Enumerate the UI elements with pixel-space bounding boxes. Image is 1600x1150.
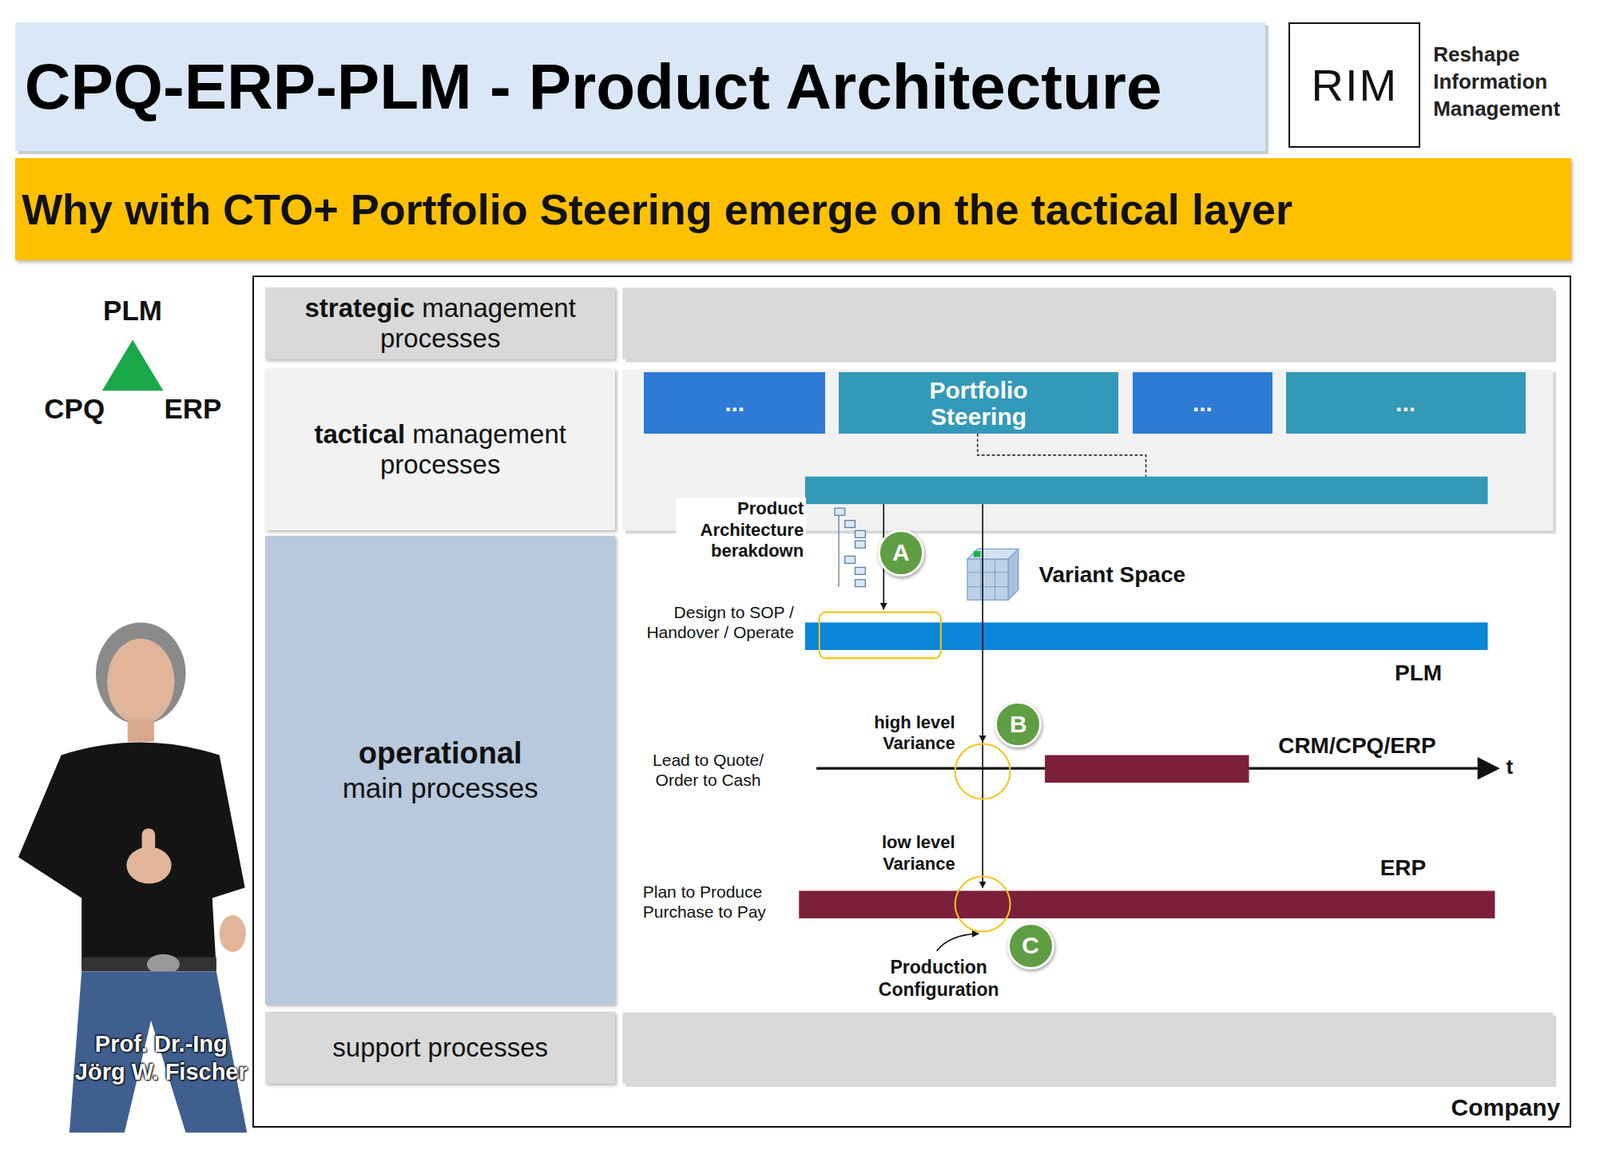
process-box: ... [643, 372, 826, 434]
person-body [18, 742, 246, 970]
crm-bar [1044, 755, 1249, 783]
author-name: Prof. Dr.-Ing Jörg W. Fischer [73, 1030, 250, 1087]
tree-icon [834, 508, 866, 587]
text-line: strategicmanagement processes [269, 293, 611, 354]
tree-icon-box [845, 555, 856, 564]
highlight-circle [955, 877, 1011, 933]
process-label: Plan to Produce Purchase to Pay [643, 881, 787, 922]
subtitle-banner: Why with CTO+ Portfolio Steering emerge … [15, 158, 1572, 261]
callout-number: B [1009, 712, 1028, 737]
person-neck [127, 719, 155, 743]
annotation-text: high level Variance [832, 712, 955, 755]
header-text: support processes [332, 1032, 548, 1064]
box-text: ... [1192, 389, 1213, 417]
header-keyword: strategic [304, 293, 415, 323]
tree-icon-box [854, 530, 866, 538]
vertex-label: ERP [157, 392, 229, 426]
plm-bar [805, 622, 1489, 650]
title-text: CPQ-ERP-PLM - Product Architecture [24, 50, 1163, 124]
text-line: tacticalmanagement processes [269, 419, 611, 481]
title-banner [15, 22, 1266, 151]
layer-header: operationalmain processes [265, 535, 616, 1006]
tree-icon-box [854, 540, 866, 548]
highlight-frame [819, 612, 941, 659]
triangle-symbol [102, 339, 164, 391]
header-keyword: tactical [313, 419, 405, 449]
tactical-bar [805, 476, 1489, 505]
cube-highlight [973, 551, 981, 558]
process-label: Lead to Quote/ Order to Cash [640, 750, 776, 791]
cube-side [1008, 548, 1019, 600]
flow-arrow [981, 504, 984, 743]
cube-grid [967, 559, 1009, 600]
vertex-label: PLM [96, 293, 168, 328]
box-text: Portfolio Steering [902, 377, 1055, 430]
person-face [107, 639, 175, 725]
highlight-circle [955, 743, 1011, 799]
axis-label: t [1505, 754, 1527, 780]
cube-front [967, 559, 1009, 600]
system-label: PLM [1377, 659, 1460, 687]
title-holder: CPQ-ERP-PLM - Product Architecture [24, 22, 1260, 151]
tree-icon-box [845, 520, 856, 529]
system-label: CRM/CPQ/ERP [1265, 732, 1450, 760]
layer-header: support processes [265, 1012, 616, 1084]
annotation-text: Product Architecture berakdown [675, 497, 807, 563]
person-hand [219, 915, 247, 953]
callout-circle: A [877, 529, 926, 577]
tree-icon-box [854, 579, 866, 588]
time-axis-head [1477, 757, 1501, 780]
header-text: management processes [380, 419, 567, 480]
logo-text: RIM [1310, 59, 1398, 112]
system-label: ERP [1367, 854, 1439, 882]
frame-label: Company [1451, 1094, 1561, 1122]
flow-arrow [981, 742, 984, 889]
process-box: Portfolio Steering [838, 372, 1119, 434]
annotation-text: Variant Space [1038, 561, 1263, 589]
callout-number: C [1021, 933, 1040, 958]
tree-icon-box [834, 508, 846, 516]
tree-icon-line [837, 510, 839, 588]
logo-box: RIMReshape Information Management [1288, 22, 1421, 148]
header-keyword: operational [358, 735, 523, 773]
process-label: Design to SOP / Handover / Operate [639, 602, 795, 643]
person-hair [95, 622, 186, 725]
strategic-band [622, 287, 1553, 359]
logo-caption: Reshape Information Management [1433, 41, 1593, 123]
person-hand [126, 847, 171, 885]
box-text: ... [1395, 389, 1416, 417]
vertex-label: CPQ [39, 392, 111, 426]
layer-header: tacticalmanagement processes [265, 369, 616, 531]
erp-bar [798, 890, 1495, 918]
callout-circle: B [994, 701, 1042, 749]
box-text: ... [724, 389, 745, 417]
annotation-text: Production Configuration [857, 956, 1021, 1001]
layer-header: strategicmanagement processes [265, 287, 616, 359]
process-box: ... [1132, 372, 1273, 434]
subtitle-text: Why with CTO+ Portfolio Steering emerge … [21, 184, 1293, 235]
tree-icon-box [854, 567, 866, 575]
leader-arrow [936, 933, 979, 952]
process-box: ... [1286, 372, 1526, 434]
dashed-leader [977, 433, 1147, 477]
annotation-text: low level Variance [832, 832, 955, 875]
callout-number: A [892, 540, 910, 565]
support-band [622, 1012, 1553, 1084]
callout-circle: C [1007, 922, 1055, 970]
header-text: main processes [342, 771, 539, 806]
